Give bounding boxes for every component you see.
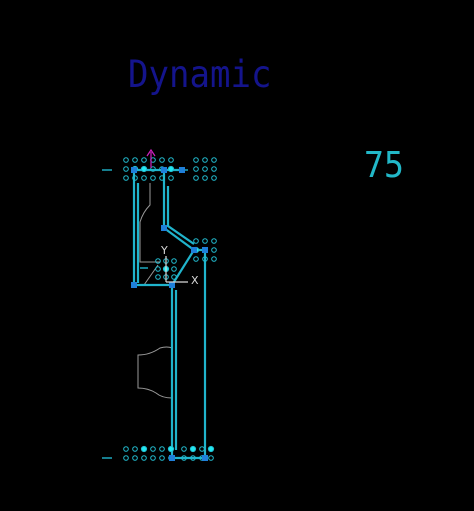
snap-dot-icon[interactable] [181, 455, 187, 461]
grip-square-icon[interactable] [161, 167, 167, 173]
snap-dot-icon[interactable] [193, 166, 199, 172]
grip-square-icon[interactable] [202, 247, 208, 253]
drawing-title-text[interactable]: Dynamic [128, 53, 272, 96]
snap-dot-icon[interactable] [155, 266, 161, 272]
snap-dot-icon[interactable] [171, 258, 177, 264]
snap-dot-icon[interactable] [181, 446, 187, 452]
grip-square-icon[interactable] [202, 455, 208, 461]
tick-marks [102, 169, 206, 459]
profile-upper-curve [139, 183, 160, 263]
snap-dot-icon[interactable] [132, 446, 138, 452]
snap-dot-icon[interactable] [193, 238, 199, 244]
snap-dot-icon[interactable] [193, 256, 199, 262]
snap-dot-icon[interactable] [159, 175, 165, 181]
snap-dot-icon[interactable] [207, 445, 215, 453]
snap-dot-icon[interactable] [123, 455, 129, 461]
snap-dot-icon[interactable] [141, 175, 147, 181]
ucs-icon [146, 148, 188, 283]
snap-dot-icon[interactable] [150, 166, 156, 172]
grip-square-icon[interactable] [179, 167, 185, 173]
snap-dot-icon[interactable] [202, 238, 208, 244]
snap-dot-icon[interactable] [140, 445, 148, 453]
snap-dot-icon[interactable] [167, 445, 175, 453]
snap-dot-icon[interactable] [211, 175, 217, 181]
snap-dot-icon[interactable] [150, 446, 156, 452]
snap-dot-icon[interactable] [132, 455, 138, 461]
snap-dot-icon[interactable] [141, 157, 147, 163]
grip-squares[interactable] [131, 167, 208, 461]
snap-dot-icon[interactable] [211, 247, 217, 253]
snap-dot-icon[interactable] [199, 446, 205, 452]
snap-dot-icon[interactable] [140, 165, 148, 173]
snap-dot-icon[interactable] [171, 274, 177, 280]
cyan-outline[interactable] [132, 168, 207, 460]
snap-dot-icon[interactable] [150, 175, 156, 181]
snap-dot-icon[interactable] [167, 165, 175, 173]
grip-square-icon[interactable] [169, 282, 175, 288]
snap-dot-icon[interactable] [159, 157, 165, 163]
snap-dot-icon[interactable] [141, 455, 147, 461]
snap-dot-icon[interactable] [190, 455, 196, 461]
snap-dot-icon[interactable] [123, 166, 129, 172]
snap-dot-icon[interactable] [211, 238, 217, 244]
snap-dot-icon[interactable] [123, 175, 129, 181]
snap-dot-icon[interactable] [211, 256, 217, 262]
snap-dot-icon[interactable] [132, 157, 138, 163]
profile-bump [137, 346, 173, 399]
snap-dot-icon[interactable] [159, 455, 165, 461]
ucs-y-label: Y [161, 244, 168, 257]
ucs-x-label: X [191, 274, 199, 287]
grip-square-icon[interactable] [161, 225, 167, 231]
snap-dot-icon[interactable] [193, 157, 199, 163]
snap-dot-icon[interactable] [211, 157, 217, 163]
snap-dot-icon[interactable] [168, 157, 174, 163]
grip-square-icon[interactable] [131, 167, 137, 173]
snap-dot-icon[interactable] [132, 175, 138, 181]
snap-dot-icon[interactable] [123, 157, 129, 163]
outline-step[interactable] [162, 170, 207, 458]
snap-dot-icon[interactable] [193, 175, 199, 181]
snap-dot-icon[interactable] [123, 446, 129, 452]
snap-dot-icon[interactable] [171, 266, 177, 272]
ucs-arrow-head [146, 148, 156, 157]
snap-dot-icon[interactable] [211, 166, 217, 172]
snap-dot-icon[interactable] [202, 157, 208, 163]
snap-dot-icon[interactable] [150, 455, 156, 461]
snap-dot-icon[interactable] [208, 455, 214, 461]
grip-square-icon[interactable] [131, 282, 137, 288]
grip-square-icon[interactable] [191, 247, 197, 253]
snap-dot-icon[interactable] [168, 175, 174, 181]
snap-dot-icon[interactable] [202, 256, 208, 262]
snap-dot-icon[interactable] [202, 175, 208, 181]
snap-dot-icon[interactable] [155, 274, 161, 280]
snap-dot-icon[interactable] [202, 166, 208, 172]
grip-square-icon[interactable] [169, 455, 175, 461]
snap-dot-icon[interactable] [189, 445, 197, 453]
snap-dot-icon[interactable] [159, 446, 165, 452]
outline-inner-step[interactable] [166, 186, 195, 245]
dimension-value-text[interactable]: 75 [364, 145, 404, 186]
snap-dot-icon[interactable] [155, 258, 161, 264]
